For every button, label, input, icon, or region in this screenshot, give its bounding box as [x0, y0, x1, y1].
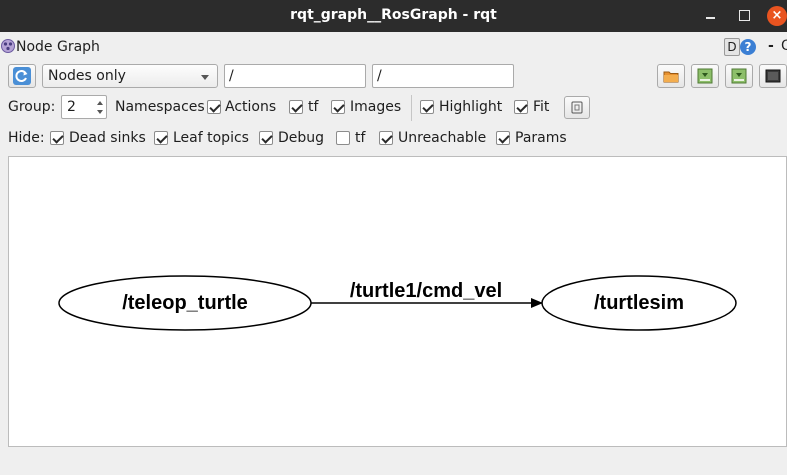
- unreachable-checkbox[interactable]: [379, 131, 393, 145]
- dead-sinks-label: Dead sinks: [69, 130, 146, 146]
- spin-down-icon[interactable]: [97, 110, 103, 114]
- refresh-icon: [13, 67, 31, 85]
- fit-icon: [571, 101, 583, 114]
- group-label: Group:: [8, 99, 56, 115]
- save-icon: [731, 68, 747, 84]
- toolbar-separator: [411, 95, 412, 121]
- plugin-header: Node Graph D ? - O: [0, 36, 787, 58]
- close-icon: ×: [771, 8, 783, 23]
- save-icon: [697, 68, 713, 84]
- namespaces-label: Namespaces: [115, 99, 205, 115]
- graph-mode-value: Nodes only: [48, 68, 126, 84]
- dead-sinks-checkbox[interactable]: [50, 131, 64, 145]
- graph-mode-select[interactable]: Nodes only: [42, 64, 218, 88]
- highlight-label: Highlight: [439, 99, 503, 115]
- group-spinbox[interactable]: 2: [61, 95, 107, 119]
- graph-node-label: /teleop_turtle: [122, 292, 248, 314]
- fit-checkbox[interactable]: [514, 100, 528, 114]
- close-plugin-button[interactable]: O: [781, 38, 787, 54]
- save-dot-button[interactable]: [691, 64, 719, 88]
- graph-node-label: /turtlesim: [594, 292, 684, 314]
- unreachable-label: Unreachable: [398, 130, 487, 146]
- leaf-topics-label: Leaf topics: [173, 130, 249, 146]
- minimize-button[interactable]: [697, 0, 725, 32]
- fit-label: Fit: [533, 99, 550, 115]
- debug-label: Debug: [278, 130, 325, 146]
- tf-hide-label: tf: [355, 130, 366, 146]
- params-checkbox[interactable]: [496, 131, 510, 145]
- close-button[interactable]: ×: [766, 0, 787, 32]
- namespaces-checkbox[interactable]: [207, 100, 221, 114]
- node-filter-input[interactable]: /: [224, 64, 366, 88]
- image-icon: [765, 69, 781, 83]
- tf-group-checkbox[interactable]: [289, 100, 303, 114]
- tf-hide-checkbox[interactable]: [336, 131, 350, 145]
- minimize-plugin-button[interactable]: -: [768, 38, 774, 54]
- folder-icon: [663, 71, 679, 83]
- dock-d-button[interactable]: D: [724, 38, 740, 56]
- graph-node-turtlesim[interactable]: /turtlesim: [541, 275, 737, 331]
- plugin-icon: [1, 39, 15, 53]
- help-icon[interactable]: ?: [740, 39, 756, 55]
- plugin-title: Node Graph: [16, 39, 100, 55]
- topic-filter-input[interactable]: /: [372, 64, 514, 88]
- leaf-topics-checkbox[interactable]: [154, 131, 168, 145]
- save-image-button[interactable]: [759, 64, 787, 88]
- graph-edge-cmd-vel[interactable]: /turtle1/cmd_vel: [311, 280, 543, 308]
- images-label: Images: [350, 99, 402, 115]
- highlight-checkbox[interactable]: [420, 100, 434, 114]
- params-label: Params: [515, 130, 567, 146]
- window-title: rqt_graph__RosGraph - rqt: [290, 7, 497, 23]
- hide-label: Hide:: [8, 130, 45, 146]
- images-checkbox[interactable]: [331, 100, 345, 114]
- window-titlebar: rqt_graph__RosGraph - rqt ×: [0, 0, 787, 32]
- fit-view-button[interactable]: [564, 96, 590, 119]
- graph-edge-label: /turtle1/cmd_vel: [350, 280, 502, 302]
- group-value: 2: [67, 99, 76, 115]
- tf-group-label: tf: [308, 99, 319, 115]
- chevron-down-icon: [201, 75, 209, 80]
- spin-up-icon[interactable]: [97, 101, 103, 105]
- debug-checkbox[interactable]: [259, 131, 273, 145]
- maximize-button[interactable]: [731, 0, 759, 32]
- actions-label: Actions: [225, 99, 277, 115]
- load-dot-button[interactable]: [657, 64, 685, 88]
- refresh-button[interactable]: [8, 64, 36, 88]
- graph-node-teleop[interactable]: /teleop_turtle: [58, 275, 312, 331]
- graph-svg: /teleop_turtle /turtle1/cmd_vel /turtles…: [58, 275, 737, 331]
- graph-canvas[interactable]: /teleop_turtle /turtle1/cmd_vel /turtles…: [8, 156, 787, 447]
- save-svg-button[interactable]: [725, 64, 753, 88]
